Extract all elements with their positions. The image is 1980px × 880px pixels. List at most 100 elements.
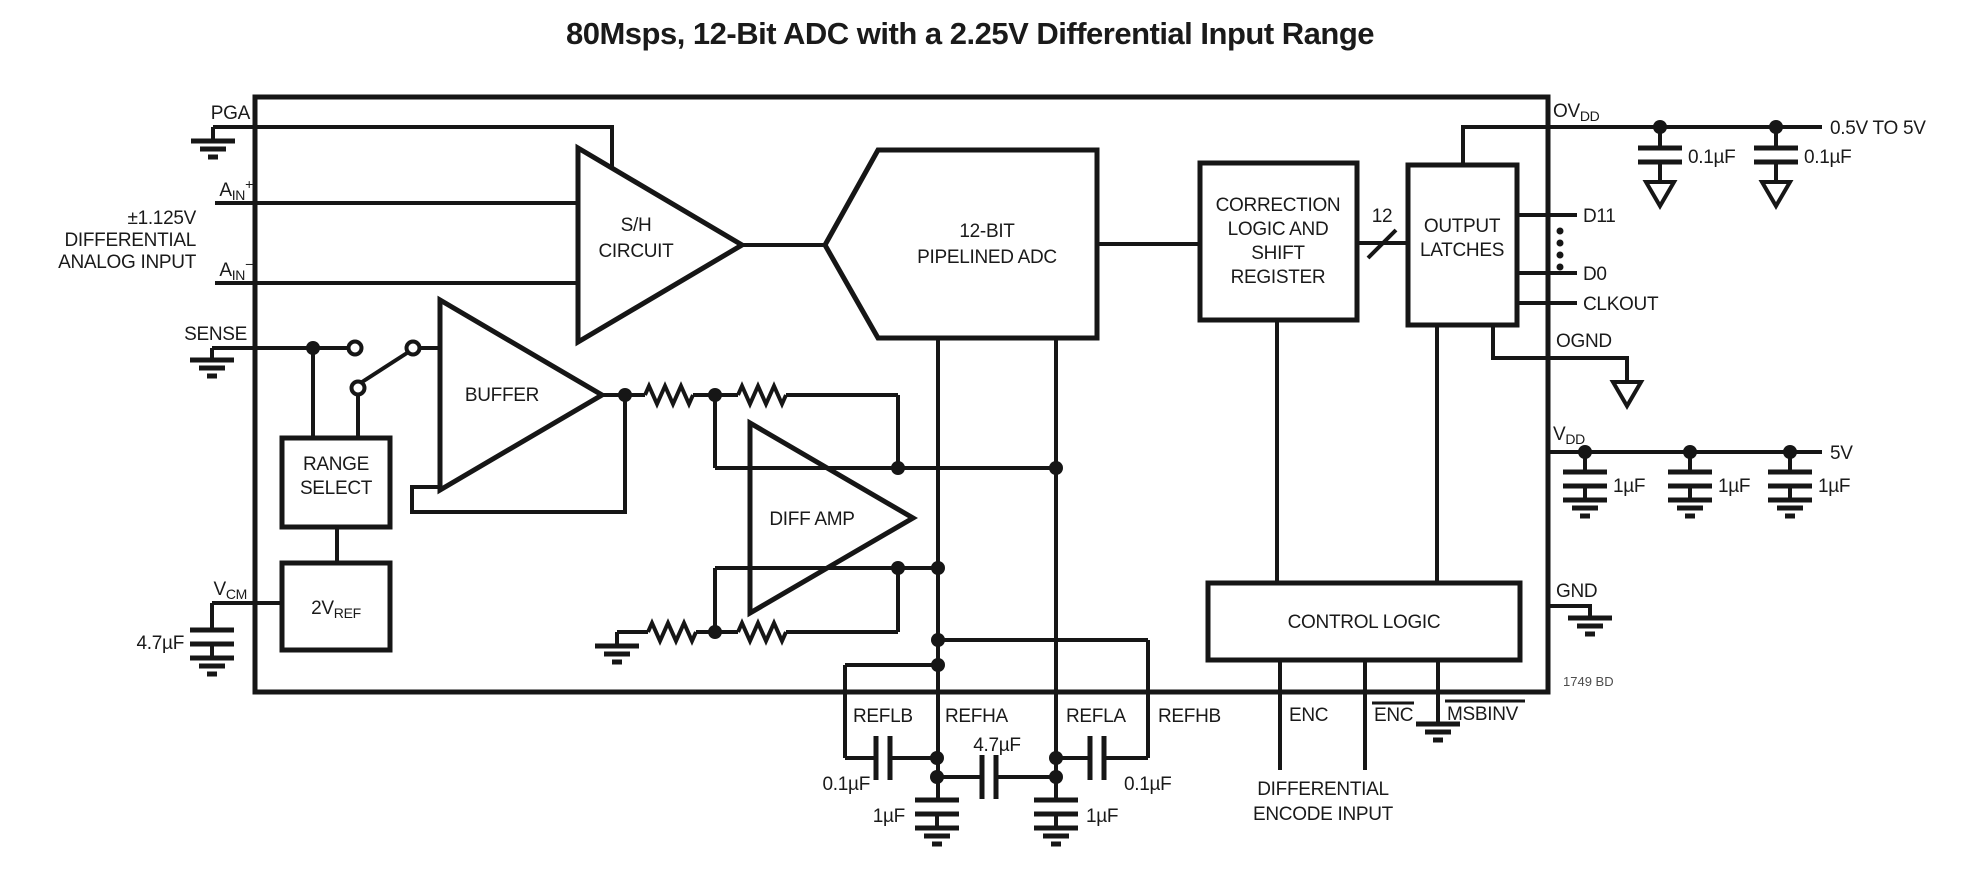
control-logic-label: CONTROL LOGIC bbox=[1288, 612, 1441, 633]
vdd-supply-label: 5V bbox=[1830, 443, 1853, 464]
junction-dots bbox=[306, 120, 1797, 784]
vref-label: 2VREF bbox=[311, 598, 361, 621]
vdd-cap3-ground bbox=[1768, 500, 1812, 516]
msbinv-ground bbox=[1416, 724, 1460, 740]
resistors bbox=[643, 381, 788, 646]
ovdd-capacitor-1 bbox=[1638, 148, 1682, 162]
latches-label-line2: LATCHES bbox=[1420, 240, 1504, 261]
ognd-triangle-ground bbox=[1611, 380, 1643, 408]
ovdd-supply-label: 0.5V TO 5V bbox=[1830, 118, 1926, 139]
ain-minus-label: AIN− bbox=[219, 256, 253, 283]
resistor-bottom-2 bbox=[736, 618, 788, 646]
input-note-line1: ±1.125V bbox=[127, 208, 196, 229]
reflb-label: REFLB bbox=[853, 706, 913, 727]
msbinv-label: MSBINV bbox=[1447, 704, 1519, 725]
gnd-pin-wire bbox=[1548, 604, 1592, 618]
bus-slash bbox=[1366, 228, 1398, 260]
correction-label-line2: LOGIC AND bbox=[1228, 219, 1329, 240]
vdd-cap2-ground bbox=[1668, 500, 1712, 516]
resistor-top-1 bbox=[643, 381, 695, 409]
bus-width-label: 12 bbox=[1372, 206, 1393, 227]
switch-contact-right bbox=[404, 339, 422, 357]
d0-label: D0 bbox=[1583, 264, 1607, 285]
switch-contact-bottom bbox=[349, 379, 367, 397]
refha-label: REFHA bbox=[945, 706, 1009, 727]
vdd-capacitor-1 bbox=[1563, 472, 1607, 486]
gnd-pin-ground bbox=[1568, 618, 1612, 634]
vcm-capacitor bbox=[190, 630, 234, 644]
vdd-capacitor-3 bbox=[1768, 472, 1812, 486]
adc-label-line1: 12-BIT bbox=[959, 221, 1015, 242]
figure-reference: 1749 BD bbox=[1563, 674, 1614, 689]
input-note-line3: ANALOG INPUT bbox=[58, 252, 197, 273]
ovdd-cap2-triangle-ground bbox=[1760, 180, 1792, 208]
refha-refla-capacitor bbox=[982, 755, 996, 799]
diagram-title: 80Msps, 12-Bit ADC with a 2.25V Differen… bbox=[566, 16, 1374, 51]
refhb-label: REFHB bbox=[1158, 706, 1221, 727]
correction-label-line3: SHIFT bbox=[1251, 243, 1305, 264]
enc-label: ENC bbox=[1289, 705, 1328, 726]
ref-cap1-value: 1µF bbox=[873, 806, 905, 827]
vcm-cap-value: 4.7µF bbox=[137, 633, 184, 654]
clkout-label: CLKOUT bbox=[1583, 294, 1659, 315]
sh-label-line2: CIRCUIT bbox=[599, 241, 675, 262]
vdd-cap2-value: 1µF bbox=[1718, 476, 1750, 497]
correction-logic-block bbox=[1197, 160, 1360, 323]
buffer-block bbox=[437, 295, 607, 495]
sense-ground bbox=[190, 360, 234, 376]
ref-cap-mid-value: 4.7µF bbox=[973, 735, 1020, 756]
vref-block bbox=[279, 560, 393, 653]
pga-wire bbox=[213, 125, 614, 168]
resistor-bottom-1 bbox=[646, 618, 698, 646]
vcm-ground bbox=[190, 658, 234, 674]
ovdd-rail bbox=[1461, 125, 1822, 165]
range-select-switch bbox=[346, 339, 422, 397]
refhb-cap-value: 0.1µF bbox=[1124, 774, 1171, 795]
correction-label-line4: REGISTER bbox=[1231, 267, 1326, 288]
refhb-capacitor bbox=[1090, 736, 1104, 780]
input-note-line2: DIFFERENTIAL bbox=[64, 230, 196, 251]
ognd-label: OGND bbox=[1556, 331, 1612, 352]
range-select-label-line1: RANGE bbox=[303, 454, 369, 475]
pga-ground bbox=[191, 141, 235, 157]
vdd-capacitor-2 bbox=[1668, 472, 1712, 486]
sh-circuit-block bbox=[575, 143, 747, 347]
d11-label: D11 bbox=[1583, 206, 1616, 227]
enc-bar-label: ENC bbox=[1374, 705, 1413, 726]
data-bus-ellipsis bbox=[1556, 227, 1564, 271]
vdd-label: VDD bbox=[1553, 424, 1585, 447]
resistor-top-2 bbox=[736, 381, 788, 409]
buffer-feedback-wire bbox=[410, 395, 627, 514]
encode-note-line1: DIFFERENTIAL bbox=[1257, 779, 1389, 800]
adc-label-line2: PIPELINED ADC bbox=[917, 247, 1057, 268]
ovdd-capacitor-2 bbox=[1754, 148, 1798, 162]
ovdd-cap1-triangle-ground bbox=[1644, 180, 1676, 208]
ref-cap2-ground bbox=[1034, 828, 1078, 844]
buffer-label: BUFFER bbox=[465, 385, 539, 406]
vcm-label: VCM bbox=[213, 579, 247, 602]
reflb-capacitor bbox=[876, 736, 890, 780]
range-select-label-line2: SELECT bbox=[300, 478, 373, 499]
ovdd-cap1-value: 0.1µF bbox=[1688, 147, 1735, 168]
ognd-wire bbox=[1491, 325, 1629, 382]
ovdd-label: OVDD bbox=[1553, 101, 1600, 124]
switch-contact-left bbox=[346, 339, 364, 357]
refla-label: REFLA bbox=[1066, 706, 1126, 727]
vdd-cap1-ground bbox=[1563, 500, 1607, 516]
ref-cap1-ground bbox=[915, 828, 959, 844]
diff-amp-block bbox=[747, 418, 918, 618]
reflb-cap-value: 0.1µF bbox=[823, 774, 870, 795]
correction-label-line1: CORRECTION bbox=[1216, 195, 1341, 216]
encode-note-line2: ENCODE INPUT bbox=[1253, 804, 1394, 825]
ovdd-cap2-value: 0.1µF bbox=[1804, 147, 1851, 168]
ref-cap2-value: 1µF bbox=[1086, 806, 1118, 827]
diff-amp-label: DIFF AMP bbox=[769, 509, 854, 530]
wires bbox=[210, 125, 1822, 828]
pga-label: PGA bbox=[211, 103, 251, 124]
vdd-cap1-value: 1µF bbox=[1613, 476, 1645, 497]
vdd-cap3-value: 1µF bbox=[1818, 476, 1850, 497]
ref-capacitor-1 bbox=[915, 800, 959, 814]
pipelined-adc-block bbox=[822, 147, 1100, 341]
